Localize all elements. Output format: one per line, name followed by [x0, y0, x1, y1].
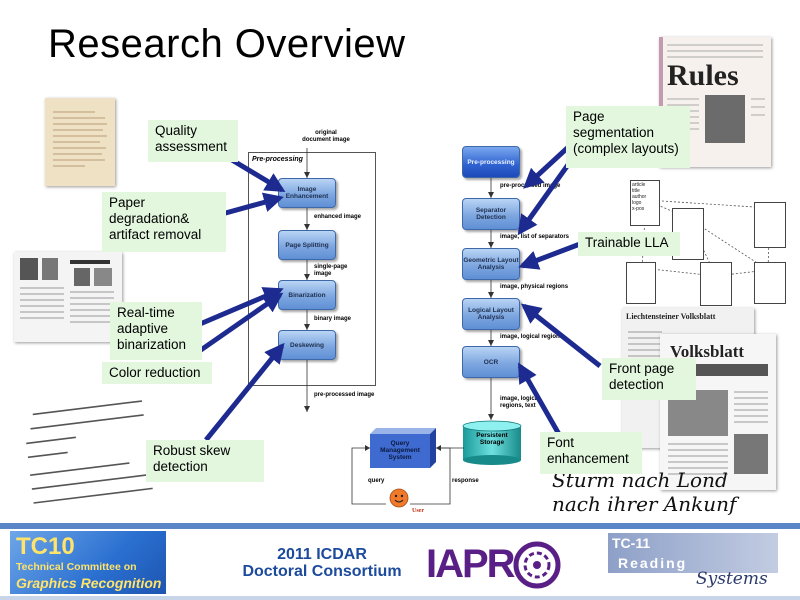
smiley-art — [389, 488, 409, 508]
skewed-text-thumbnail — [18, 398, 158, 510]
callout-front-page: Front page detection — [602, 358, 696, 400]
right-edge-label-2: image, list of separators — [500, 234, 570, 240]
rules-heading: Rules — [667, 59, 739, 92]
tc11-logo: TC-11 Reading Systems — [608, 533, 788, 593]
query-label: query — [368, 478, 385, 484]
typed-page-thumbnail — [45, 98, 115, 186]
tc11-bg-letters — [608, 533, 778, 573]
newspaper-masthead-1: Liechtensteiner Volksblatt — [626, 312, 716, 321]
callout-robust-skew: Robust skew detection — [146, 440, 264, 482]
iapr-swirl-icon — [513, 541, 561, 589]
tc11-reading: Reading — [618, 555, 688, 571]
footer-bottom-line — [0, 596, 800, 600]
geometric-layout-box: Geometric Layout Analysis — [462, 248, 520, 280]
ocr-box: OCR — [462, 346, 520, 378]
callout-page-segmentation: Page segmentation (complex layouts) — [566, 106, 690, 168]
slide-title: Research Overview — [48, 22, 406, 66]
edge-label-enhanced: enhanced image — [314, 214, 362, 220]
query-system-box — [370, 428, 436, 468]
fraktur-line-2: nach ihrer Ankunf — [552, 492, 737, 516]
query-loop — [351, 445, 464, 505]
newspaper-front-art — [668, 364, 768, 475]
preprocessing-frame — [248, 152, 376, 386]
tree-node-6 — [754, 262, 786, 304]
right-edge-label-5: image, logical regions, text — [500, 396, 540, 409]
right-edge-label-3: image, physical regions — [500, 284, 569, 290]
tree-node-5 — [700, 262, 732, 306]
deskewing-box: Deskewing — [278, 330, 336, 360]
tree-node-1 — [630, 180, 660, 226]
tc10-line1: Technical Committee on — [16, 561, 137, 573]
query-system-label: Query Management System — [380, 440, 420, 461]
callout-trainable-lla: Trainable LLA — [578, 232, 680, 256]
storage-cylinder-art — [462, 420, 522, 465]
footer-band — [0, 523, 800, 529]
user-label: User — [412, 508, 424, 514]
newspaper-masthead-2: Volksblatt — [670, 342, 745, 361]
query-system-art — [370, 428, 436, 468]
edge-label-preprocessed: pre-processed image — [314, 392, 375, 398]
iapr-logo: IAPR — [426, 540, 566, 590]
tc11-systems: Systems — [696, 569, 768, 589]
skewed-text-art — [26, 400, 153, 504]
persistent-storage-cylinder — [462, 420, 522, 466]
typed-page-lines — [53, 111, 107, 167]
fraktur-sample: Sturm nach Lond nach ihrer Ankunf — [552, 468, 736, 516]
tc10-line2: Graphics Recognition — [16, 575, 162, 591]
event-title-line2: Doctoral Consortium — [242, 563, 402, 580]
edge-label-single-page: single-page image — [314, 264, 348, 277]
user-face-icon — [389, 488, 409, 508]
newspaper-thumbnail-left — [14, 252, 122, 342]
page-splitting-box: Page Splitting — [278, 230, 336, 260]
response-label: response — [452, 478, 479, 484]
right-preprocessing-box: Pre-processing — [462, 146, 520, 178]
rules-magazine-art — [659, 37, 765, 167]
event-title-line1: 2011 ICDAR — [277, 546, 367, 563]
original-image-label: original document image — [302, 130, 350, 143]
tree-node-4 — [626, 262, 656, 304]
callout-paper-degradation: Paper degradation& artifact removal — [102, 192, 226, 252]
callout-quality-assessment: Quality assessment — [148, 120, 238, 162]
callout-font-enhancement: Font enhancement — [540, 432, 642, 474]
tc10-code: TC10 — [16, 533, 75, 560]
newspaper-left-art — [20, 258, 114, 323]
separator-detection-box: Separator Detection — [462, 198, 520, 230]
right-edge-label-4: image, logical regions — [500, 334, 564, 340]
edge-label-binary: binary image — [314, 316, 352, 322]
tree-node-3 — [754, 202, 786, 248]
persistent-storage-label: Persistent Storage — [476, 432, 508, 446]
tc11-code: TC-11 — [612, 535, 651, 551]
callout-color-reduction: Color reduction — [102, 362, 212, 384]
callout-realtime-binarization: Real-time adaptive binarization — [110, 302, 202, 360]
preprocessing-section-label: Pre-processing — [252, 156, 303, 163]
tc10-logo: TC10 Technical Committee on Graphics Rec… — [10, 531, 166, 594]
logical-layout-box: Logical Layout Analysis — [462, 298, 520, 330]
iapr-text: IAPR — [426, 542, 516, 586]
